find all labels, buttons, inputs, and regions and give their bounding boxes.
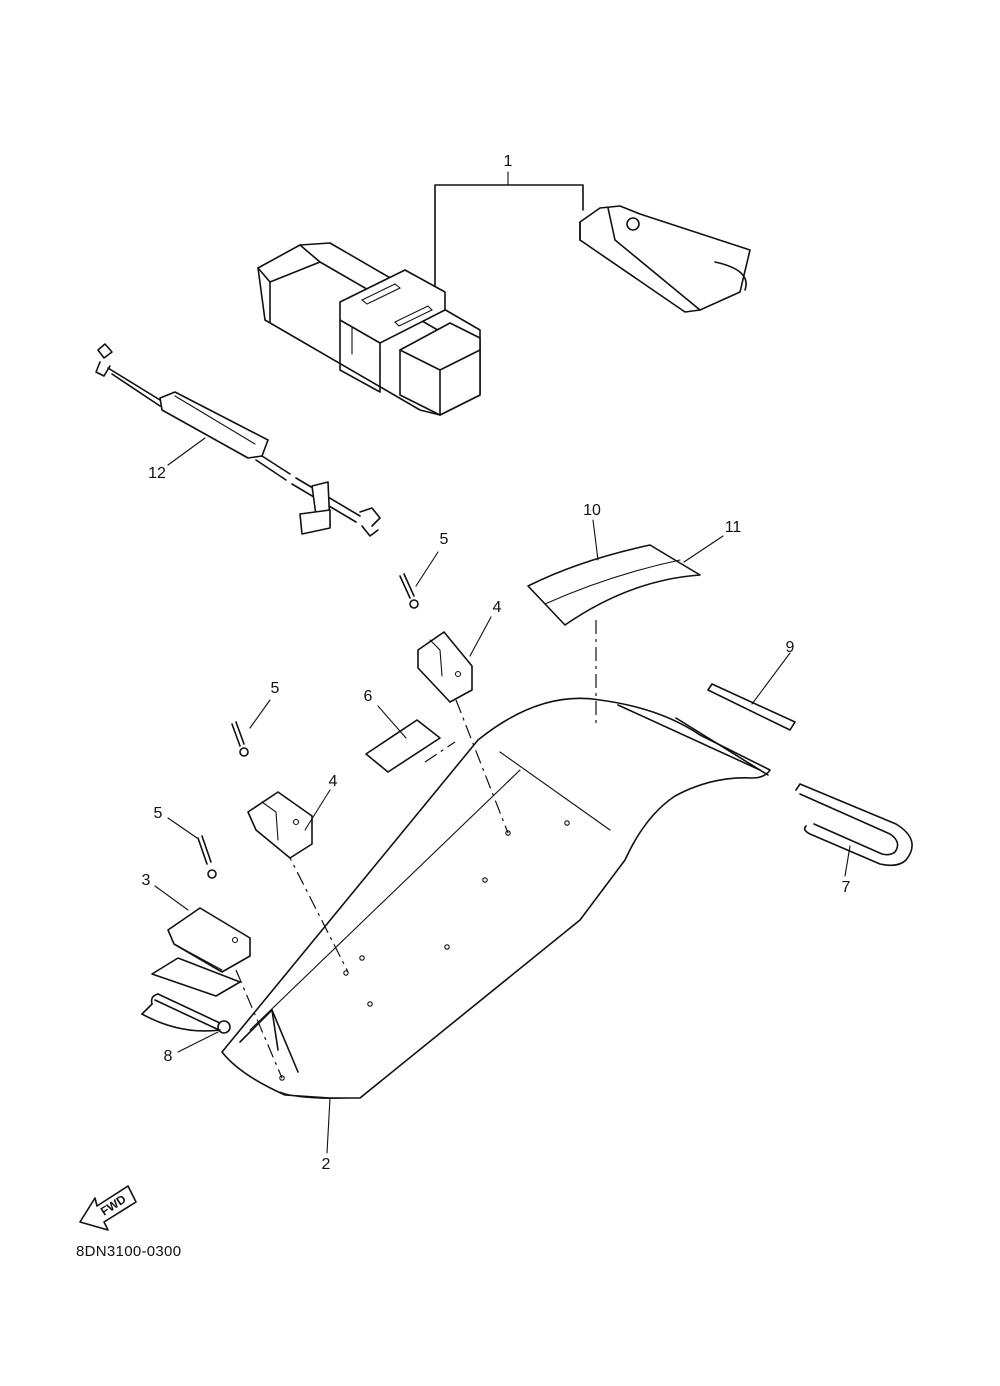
strip-9: [707, 683, 796, 731]
callout-5b-leader: [249, 699, 271, 729]
callout-1-bracket: [434, 171, 584, 331]
callout-8-leader: [177, 1031, 219, 1053]
alignment-lines: [235, 620, 597, 1079]
callout-5b: 5: [271, 680, 280, 697]
callout-11-leader: [683, 535, 724, 563]
callout-2: 2: [322, 1156, 331, 1173]
callout-5c-leader: [167, 817, 198, 839]
lock-cable: [95, 343, 381, 537]
callout-4b-leader: [304, 789, 331, 831]
clip-4-lower: [247, 791, 313, 859]
callout-4a: 4: [493, 599, 502, 616]
rivet-5-lower: [197, 835, 217, 879]
callout-9: 9: [786, 639, 795, 656]
callout-10-leader: [592, 519, 599, 561]
rod-7: [795, 783, 913, 867]
callout-7-leader: [844, 845, 851, 877]
callout-7: 7: [842, 879, 851, 896]
callout-8: 8: [164, 1048, 173, 1065]
callout-3-leader: [154, 885, 189, 911]
callout-4b: 4: [329, 773, 338, 790]
forward-arrow-icon: FWD: [79, 1185, 137, 1231]
callout-5a: 5: [440, 531, 449, 548]
callout-6-leader: [377, 705, 407, 739]
callout-5c: 5: [154, 805, 163, 822]
decal-10-11: [527, 544, 701, 626]
callout-12-leader: [167, 437, 206, 466]
callout-9-leader: [751, 652, 791, 705]
catalog-code: 8DN3100-0300: [76, 1243, 181, 1260]
pin-8: [141, 993, 231, 1034]
callout-11: 11: [725, 519, 742, 536]
clip-4-upper: [417, 631, 473, 703]
callout-4a-leader: [469, 616, 492, 657]
rear-flap: [221, 697, 771, 1099]
callout-2-leader: [326, 1097, 331, 1154]
callout-1: 1: [504, 153, 513, 170]
tool-bag: [257, 242, 481, 416]
rivet-5-upper: [399, 573, 419, 609]
callout-6: 6: [364, 688, 373, 705]
callout-10: 10: [583, 502, 601, 519]
callout-12: 12: [148, 465, 166, 482]
rivet-5-middle: [231, 721, 249, 757]
callout-5a-leader: [415, 551, 439, 587]
label-plate-6: [365, 719, 441, 773]
tool-pouch: [579, 205, 751, 313]
hinge-block-3: [151, 907, 251, 997]
callout-3: 3: [142, 872, 151, 889]
